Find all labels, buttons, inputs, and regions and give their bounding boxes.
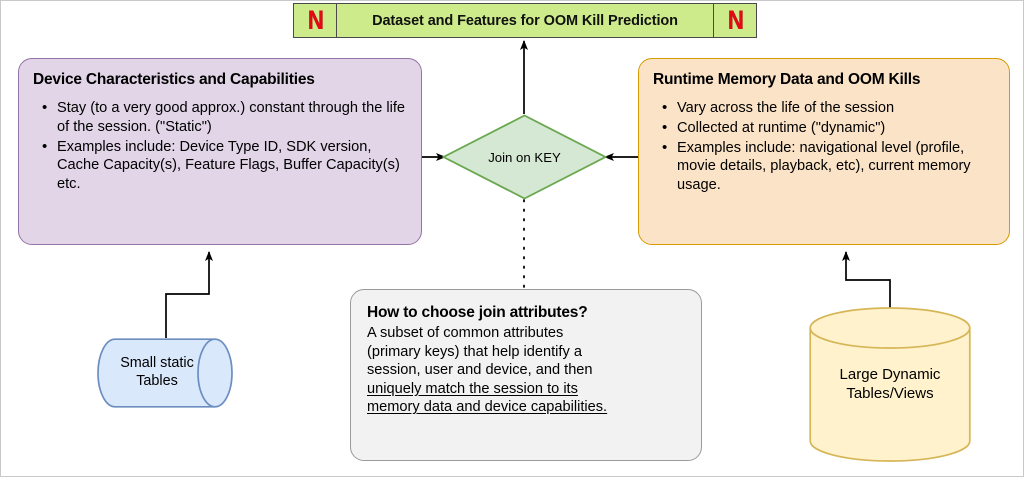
diamond-shape	[442, 114, 607, 200]
large-dynamic-tables-cylinder	[809, 307, 971, 462]
title-bar: N Dataset and Features for OOM Kill Pred…	[293, 3, 757, 38]
runtime-box-bullet-list: Vary across the life of the session Coll…	[653, 98, 995, 195]
howto-box-heading: How to choose join attributes?	[367, 304, 588, 321]
connector-smalldb-to-device	[165, 251, 213, 338]
title-main-cell: Dataset and Features for OOM Kill Predic…	[337, 3, 713, 38]
howto-line: session, user and device, and then	[367, 362, 593, 379]
device-characteristics-box: Device Characteristics and Capabilities …	[18, 58, 422, 245]
howto-line-underlined: uniquely match the session to its	[367, 380, 578, 397]
db-label-line2: Tables/Views	[846, 384, 934, 402]
join-on-key-node: Join on KEY	[442, 114, 607, 200]
howto-line-underlined: memory data and device capabilities.	[367, 399, 608, 416]
runtime-memory-box: Runtime Memory Data and OOM Kills Vary a…	[638, 58, 1010, 245]
netflix-logo-right-cell: N	[713, 3, 757, 38]
join-node-label: Join on KEY	[488, 149, 561, 165]
list-item: Examples include: Device Type ID, SDK ve…	[42, 137, 407, 194]
netflix-logo-icon: N	[727, 5, 743, 35]
small-static-tables-cylinder	[97, 338, 233, 408]
db-label-line1: Large Dynamic	[839, 365, 941, 383]
list-item: Examples include: navigational level (pr…	[662, 138, 995, 195]
large-dynamic-tables-label: Large Dynamic Tables/Views	[809, 307, 971, 462]
runtime-box-heading: Runtime Memory Data and OOM Kills	[653, 71, 921, 88]
device-box-bullet-list: Stay (to a very good approx.) constant t…	[33, 98, 407, 194]
device-box-heading: Device Characteristics and Capabilities	[33, 71, 315, 88]
list-item: Vary across the life of the session	[662, 98, 995, 118]
howto-box-body: A subset of common attributes (primary k…	[367, 324, 685, 417]
page-title: Dataset and Features for OOM Kill Predic…	[372, 12, 678, 29]
netflix-logo-left-cell: N	[293, 3, 337, 38]
small-static-tables-label: Small static Tables	[97, 338, 217, 408]
list-item: Collected at runtime ("dynamic")	[662, 118, 995, 138]
db-label-line1: Small static	[120, 355, 194, 372]
netflix-logo-icon: N	[307, 5, 323, 35]
list-item: Stay (to a very good approx.) constant t…	[42, 98, 407, 137]
connector-largedb-to-runtime	[842, 251, 891, 313]
db-label-line2: Tables	[136, 373, 178, 389]
howto-line: (primary keys) that help identify a	[367, 343, 582, 360]
howto-line: A subset of common attributes	[367, 325, 564, 341]
how-to-choose-join-attributes-box: How to choose join attributes? A subset …	[350, 289, 702, 461]
